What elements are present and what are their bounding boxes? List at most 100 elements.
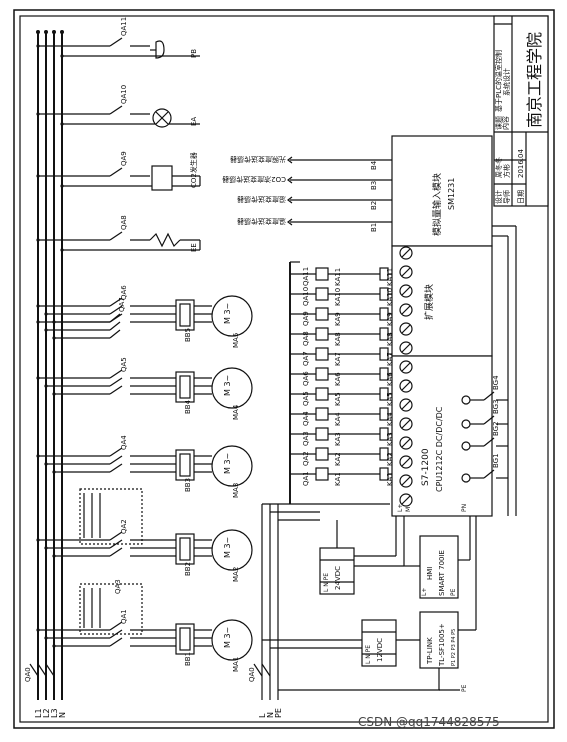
motor-symbol: M 3~ xyxy=(223,627,232,648)
load-breaker-label: QA10 xyxy=(120,85,128,104)
title-topic-b: 内容 xyxy=(501,116,510,130)
psu24-io: L N PE xyxy=(323,573,330,592)
title-block: 课题 内容 基于PLC的温室控制 系统设计 南京工程学院 设计 导师 日期 周冬… xyxy=(493,15,549,207)
relay-contact-label: QA2 xyxy=(302,451,310,466)
relay-contact-label: QA6 xyxy=(302,371,310,386)
load-breaker-label: QA8 xyxy=(120,215,128,230)
expansion-module-name: 扩展模块 xyxy=(423,284,435,320)
relay-contact-label: QA4 xyxy=(302,411,310,426)
bus2-label-n: N xyxy=(266,712,275,718)
hmi-panel: HMI SMART 700IE L+ PE xyxy=(404,516,471,599)
plc-terminal xyxy=(399,322,413,336)
cpu-model: CPU1212C DC/DC/DC xyxy=(435,406,444,492)
sensor-tag: B4 xyxy=(370,160,378,170)
motor-label: MA4 xyxy=(232,404,240,420)
motor-label: MA5 xyxy=(232,333,240,348)
hmi-pin-pe: PE xyxy=(450,588,457,596)
relay-output-label: KA1 xyxy=(386,472,394,486)
plc-terminal xyxy=(399,284,413,298)
plc-terminals xyxy=(399,246,413,507)
title-topic-a: 课题 xyxy=(494,116,503,130)
title-date-value: 2016.04 xyxy=(517,149,525,178)
plc-input: BG1 xyxy=(461,453,508,483)
pe-label: PE xyxy=(461,684,468,692)
relay-coil-label: KA2 xyxy=(334,452,342,466)
sensor-tag: B3 xyxy=(370,181,378,190)
load-breaker-label: QA11 xyxy=(120,17,128,36)
main-bus: L1 L2 L3 N QA0 xyxy=(24,30,67,718)
bus2-label-pe: PE xyxy=(274,708,283,718)
plc-terminal xyxy=(399,360,413,374)
tp-line1: TP-LINK xyxy=(426,637,434,665)
input-switch-label: BG4 xyxy=(492,375,500,390)
relay-coil-label: KA8 xyxy=(334,332,342,346)
analog-module-name: 模拟量输入模块 xyxy=(431,173,443,236)
plc-terminal xyxy=(399,341,413,355)
qa0-label: QA0 xyxy=(24,667,32,682)
relay-output-label: KA10 xyxy=(386,288,394,306)
load-name: CO2发生器 xyxy=(189,152,198,188)
plc-terminal xyxy=(399,303,413,317)
relay-output-label: KA4 xyxy=(386,412,394,426)
sensor-tag: B2 xyxy=(370,201,378,210)
tp-pins: P1 P2 P3 P4 P5 xyxy=(451,629,457,666)
qa3-label: QA3 xyxy=(114,579,122,594)
relay-coil-label: KA9 xyxy=(334,312,342,326)
bus-label-l1: L1 xyxy=(34,708,43,718)
load-name: PB xyxy=(190,49,198,58)
relay-output-label: KA11 xyxy=(386,268,394,286)
sensor-name: 光照度变送传感器 xyxy=(230,155,286,164)
load-breaker-label: QA9 xyxy=(120,151,128,166)
relay-contact-label: QA3 xyxy=(302,431,310,446)
plc-terminal xyxy=(399,474,413,488)
bus-label-l2: L2 xyxy=(42,708,51,718)
plc-terminal xyxy=(399,436,413,450)
overload-relay-label: BB4 xyxy=(184,399,192,414)
overload-relay-label: BB5 xyxy=(184,328,192,342)
cpu-name: S7-1200 xyxy=(421,448,431,486)
input-switch-label: BG2 xyxy=(492,421,500,436)
relay-coil-label: KA10 xyxy=(334,288,342,306)
motor-symbol: M 3~ xyxy=(223,537,232,558)
psu12-io: L N PE xyxy=(365,645,372,664)
bus-label-n: N xyxy=(58,712,67,718)
motor-breaker-label: QA6 xyxy=(120,285,128,300)
qa7-branch: QA7 xyxy=(36,297,126,340)
relay-contact-label: QA5 xyxy=(302,391,310,406)
sensor-line: B4 光照度变送传感器 xyxy=(230,155,392,170)
motor-breaker-label: QA5 xyxy=(120,357,128,372)
motor-symbol: M 3~ xyxy=(223,453,232,474)
relay-contact-label: QA9 xyxy=(302,311,310,326)
relay-output-label: KA2 xyxy=(386,452,394,466)
motor-label: MA3 xyxy=(232,483,240,498)
plc-terminal xyxy=(399,455,413,469)
relay-coil-label: KA4 xyxy=(334,412,342,426)
motor-breaker-label: QA2 xyxy=(120,519,128,534)
hmi-pin-l: L+ xyxy=(421,588,428,596)
relay-coil-label: KA7 xyxy=(334,352,342,366)
plc-terminal xyxy=(399,246,413,260)
overload-relay-label: BB3 xyxy=(184,478,192,492)
relay-contact-label: QA11 xyxy=(302,267,310,286)
bus2-label-l: L xyxy=(258,713,267,718)
title-design-name: 周冬冬 xyxy=(494,157,503,178)
motor-symbol: M 3~ xyxy=(223,375,232,396)
relay-output-label: KA7 xyxy=(386,352,394,366)
title-school: 南京工程学院 xyxy=(525,32,544,128)
qa0-label-2: QA0 xyxy=(248,667,256,682)
bus-label-l3: L3 xyxy=(50,708,59,718)
